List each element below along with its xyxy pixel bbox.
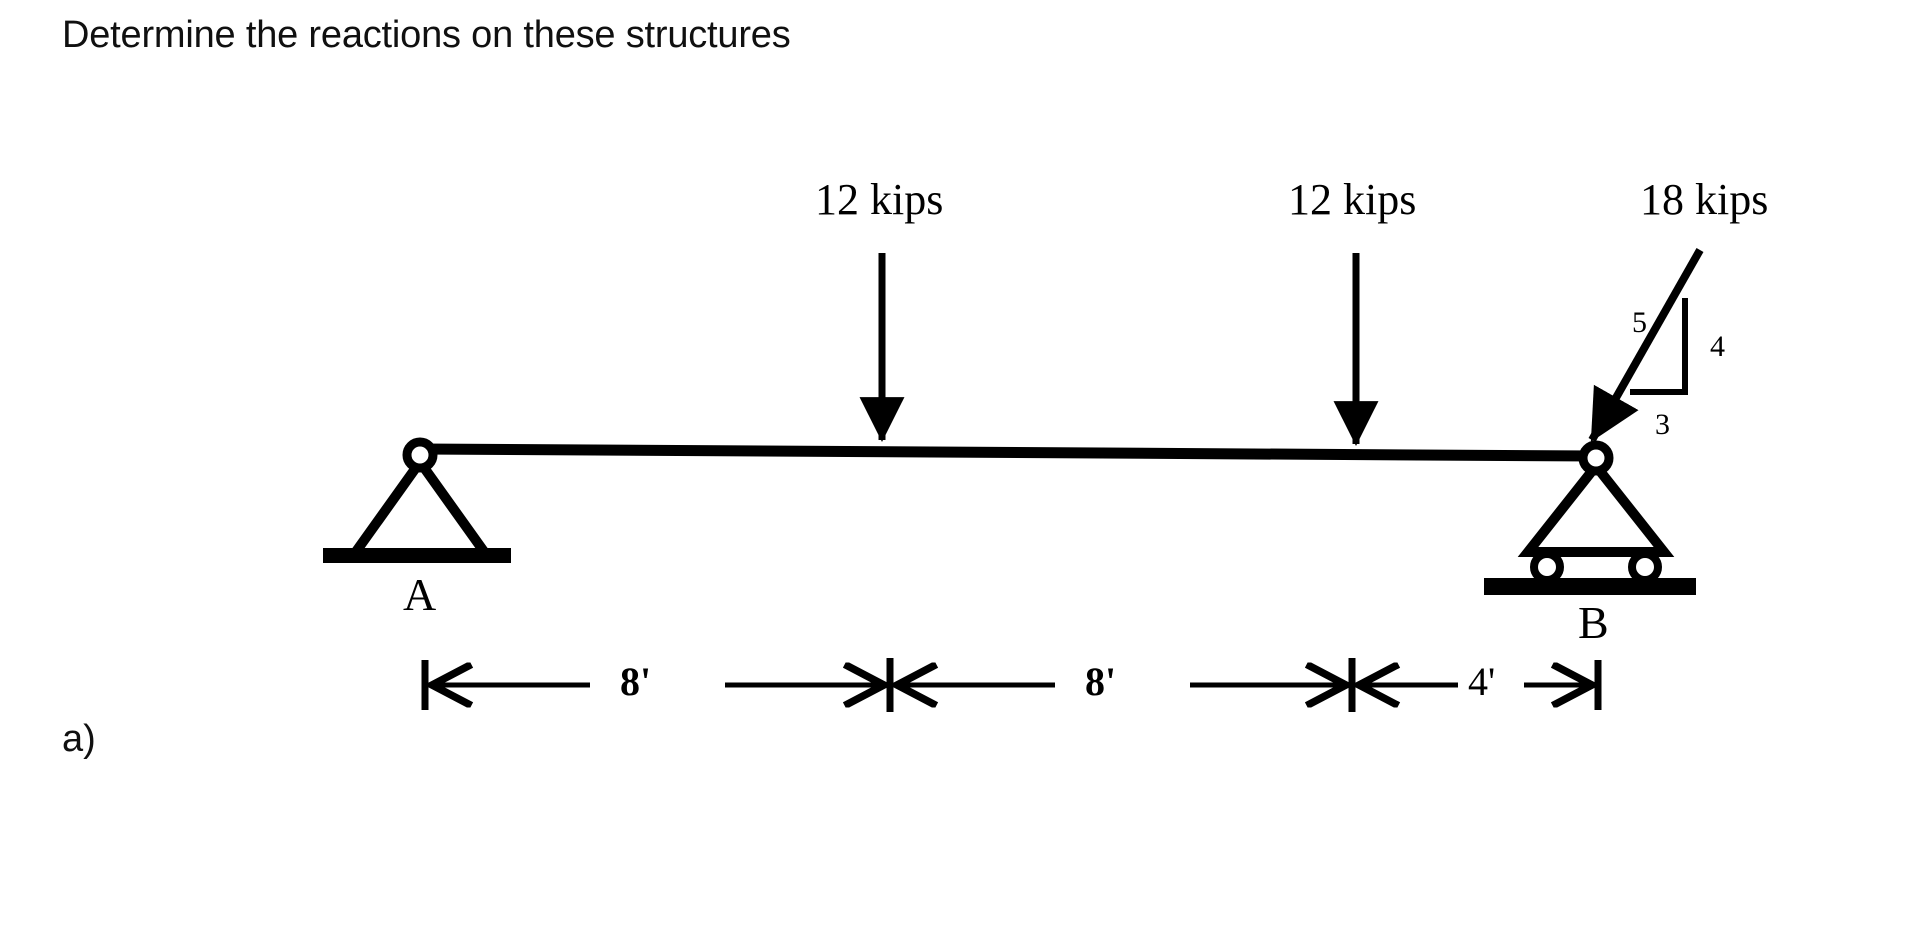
support-b-triangle [1517, 457, 1675, 557]
beam-line [419, 443, 1597, 462]
support-b-label: B [1578, 597, 1609, 648]
support-b-ground [1484, 578, 1696, 595]
load-arrow-3 [1588, 248, 1704, 443]
support-a-pin-circle [402, 437, 438, 473]
support-b-rail [1528, 548, 1664, 556]
dim-2-label: 8' [1085, 659, 1117, 704]
dimension-chain [421, 658, 1602, 712]
support-b-roller [1484, 440, 1696, 595]
load-1-label: 12 kips [815, 175, 944, 224]
part-label: a) [62, 718, 96, 760]
support-b-roller-circle-right [1628, 550, 1662, 584]
support-b-pin-circle [1578, 440, 1614, 476]
slope-horizontal-label: 3 [1655, 408, 1670, 441]
load-3-shaft [1588, 248, 1704, 443]
load-3-label: 18 kips [1640, 175, 1769, 224]
load-2-label: 12 kips [1288, 175, 1417, 224]
beam-member [419, 443, 1597, 462]
slope-vertical-label: 4 [1710, 330, 1725, 363]
support-a-label: A [403, 569, 437, 620]
dim-3-label: 4' [1468, 659, 1496, 704]
dim-1-label: 8' [620, 659, 652, 704]
support-b-roller-circle-left [1530, 550, 1564, 584]
page-title: Determine the reactions on these structu… [62, 14, 791, 56]
support-a-triangle [345, 453, 495, 558]
support-a-ground [323, 548, 511, 563]
slope-hypotenuse-label: 5 [1632, 306, 1647, 339]
support-a-pin [323, 437, 511, 563]
